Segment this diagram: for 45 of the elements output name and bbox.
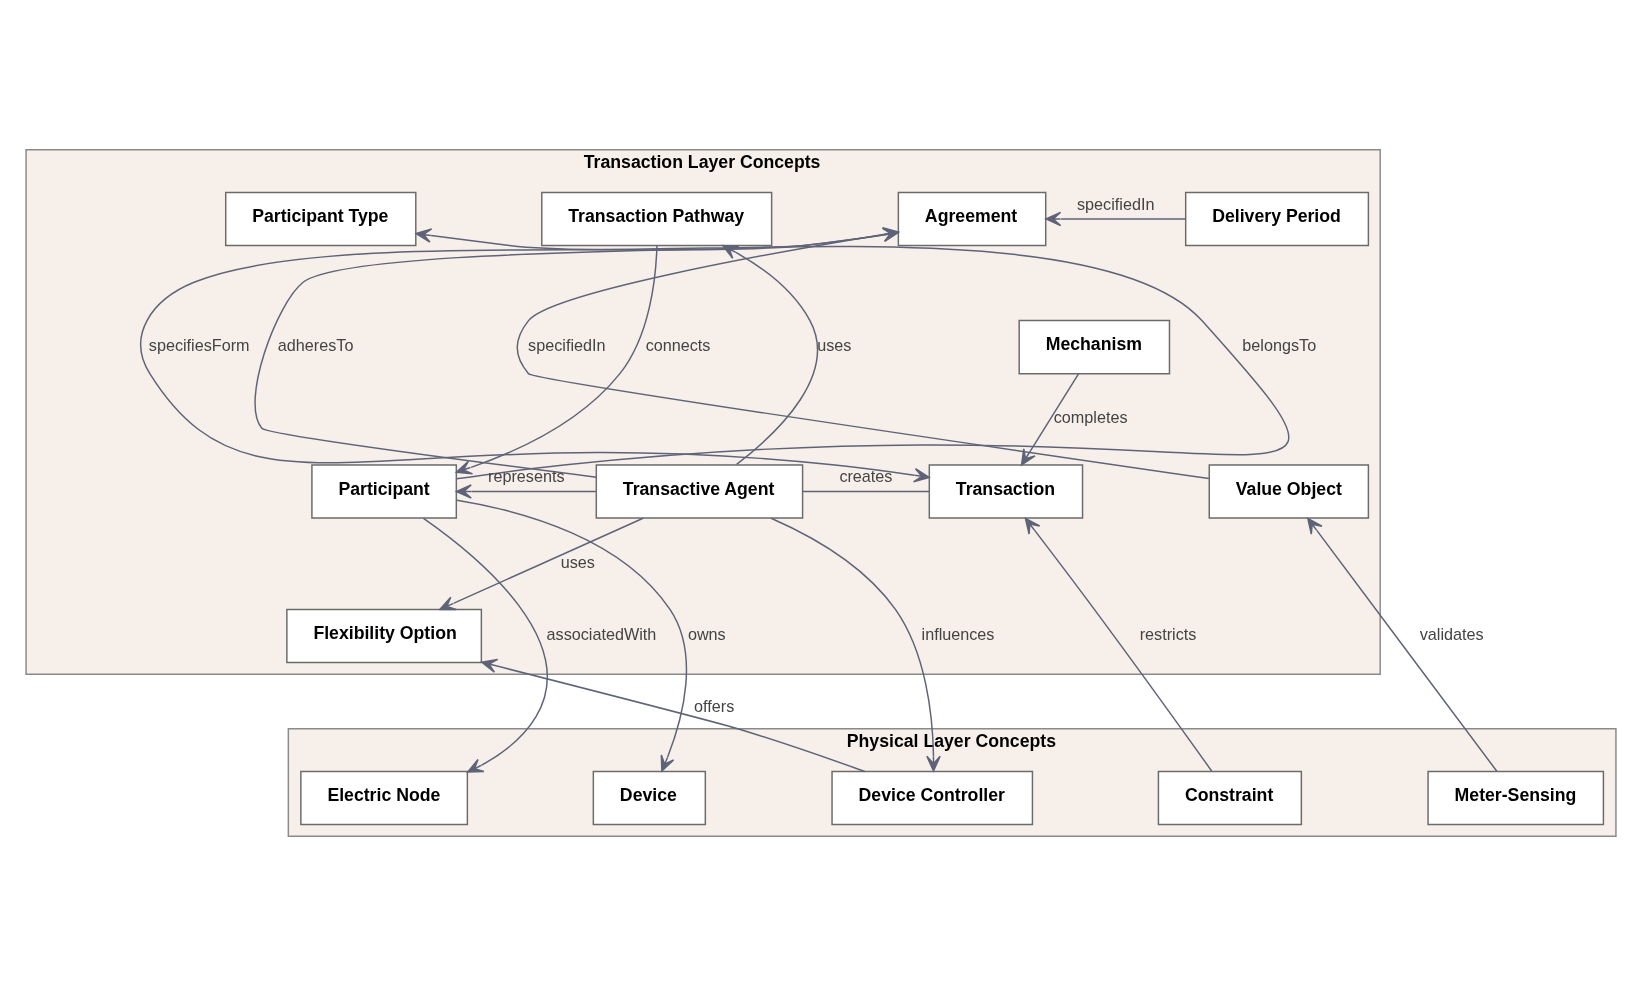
edge-label: completes (1053, 407, 1128, 426)
edge-label: adheresTo (277, 335, 354, 354)
arrow (455, 244, 658, 475)
node-box: Device (592, 770, 707, 825)
node-box: Device Controller (831, 770, 1034, 825)
arrow (140, 231, 930, 483)
edge-label: connects (645, 335, 711, 354)
node-box: Transaction Pathway (541, 191, 773, 246)
edge-label: uses (560, 552, 595, 571)
arrow (455, 483, 597, 499)
node-box: Electric Node (300, 770, 469, 825)
edge-label: offers (694, 696, 735, 715)
edge-label: specifiesForm (148, 335, 250, 354)
node-box: Flexibility Option (286, 608, 483, 663)
node-box: Constraint (1157, 770, 1303, 825)
node-box: Meter-Sensing (1427, 770, 1605, 825)
edge-label: restricts (1139, 624, 1197, 643)
node-box: Value Object (1208, 463, 1370, 519)
node-box: Mechanism (1018, 319, 1171, 374)
edge-label: specifiedIn (528, 335, 606, 354)
edge-label: creates (839, 466, 893, 485)
node-box: Delivery Period (1184, 191, 1370, 246)
node-box: Transaction (928, 463, 1084, 519)
arrow (1024, 517, 1213, 772)
arrow (439, 517, 644, 610)
arrow (770, 517, 941, 772)
edge-label: associatedWith (546, 624, 657, 643)
arrow (1307, 517, 1498, 772)
edge-label: represents (488, 466, 565, 485)
arrow (1045, 211, 1187, 226)
arrow (422, 517, 548, 773)
arrow (481, 658, 866, 772)
arrow (456, 499, 688, 772)
edge-label: uses (817, 335, 852, 354)
connector (802, 490, 930, 492)
arrow (1020, 372, 1080, 466)
edge-label: owns (687, 624, 726, 643)
node-box: Transactive Agent (595, 463, 804, 519)
node-box: Participant (311, 463, 458, 519)
edge-label: validates (1419, 624, 1484, 643)
edge-label: belongsTo (1242, 335, 1317, 354)
node-box: Participant Type (225, 191, 417, 246)
edge-label: specifiedIn (1077, 194, 1155, 213)
node-box: Agreement (897, 191, 1047, 246)
edge-label: influences (921, 624, 995, 643)
